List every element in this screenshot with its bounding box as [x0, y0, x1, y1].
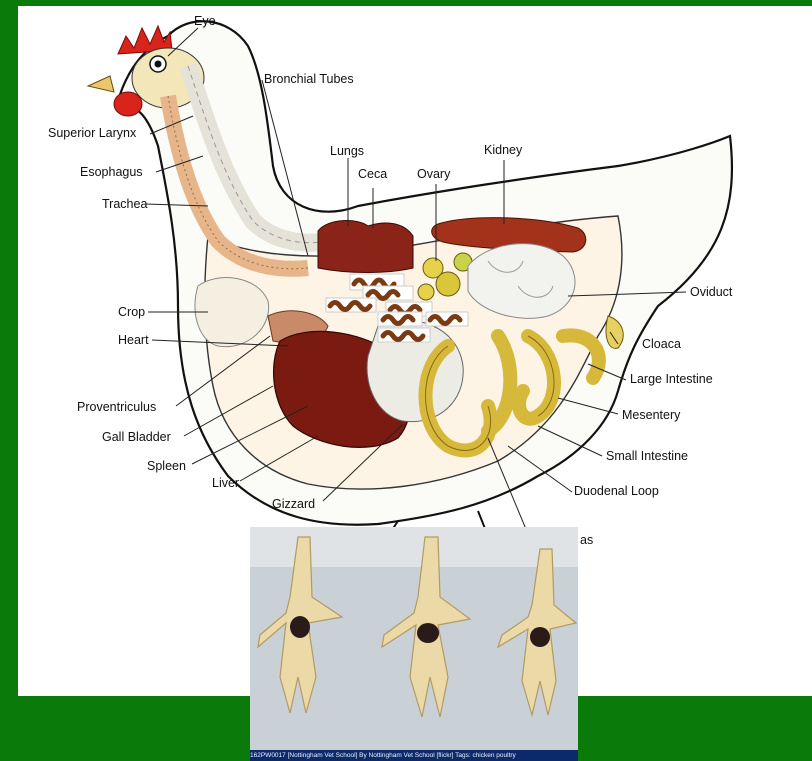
lungs — [318, 221, 413, 273]
wattle — [114, 92, 142, 116]
label-spleen: Spleen — [147, 459, 186, 473]
label-crop: Crop — [118, 305, 145, 319]
beak — [88, 76, 114, 92]
label-small-intestine: Small Intestine — [606, 449, 688, 463]
label-mesentery: Mesentery — [622, 408, 681, 422]
label-duodenal-loop: Duodenal Loop — [574, 484, 659, 498]
label-bronchial-tubes: Bronchial Tubes — [264, 72, 354, 86]
label-large-intestine: Large Intestine — [630, 372, 713, 386]
label-oviduct: Oviduct — [690, 285, 733, 299]
label-cloaca: Cloaca — [642, 337, 681, 351]
label-trachea: Trachea — [102, 197, 147, 211]
label-ovary: Ovary — [417, 167, 451, 181]
label-gall-bladder: Gall Bladder — [102, 430, 171, 444]
oviduct — [468, 244, 575, 319]
label-superior-larynx: Superior Larynx — [48, 126, 137, 140]
label-pancreas-partial: as — [580, 533, 593, 547]
label-proventriculus: Proventriculus — [77, 400, 156, 414]
label-lungs: Lungs — [330, 144, 364, 158]
label-gizzard: Gizzard — [272, 497, 315, 511]
label-ceca: Ceca — [358, 167, 387, 181]
chicken-feet-image — [250, 527, 578, 761]
label-eye: Eye — [194, 14, 216, 28]
label-kidney: Kidney — [484, 143, 523, 157]
label-liver: Liver — [212, 476, 239, 490]
label-esophagus: Esophagus — [80, 165, 143, 179]
label-heart: Heart — [118, 333, 149, 347]
photo-credit: 162PW0017 [Nottingham Vet School] By Not… — [250, 750, 578, 761]
chicken-feet-photo: 162PW0017 [Nottingham Vet School] By Not… — [250, 527, 578, 761]
